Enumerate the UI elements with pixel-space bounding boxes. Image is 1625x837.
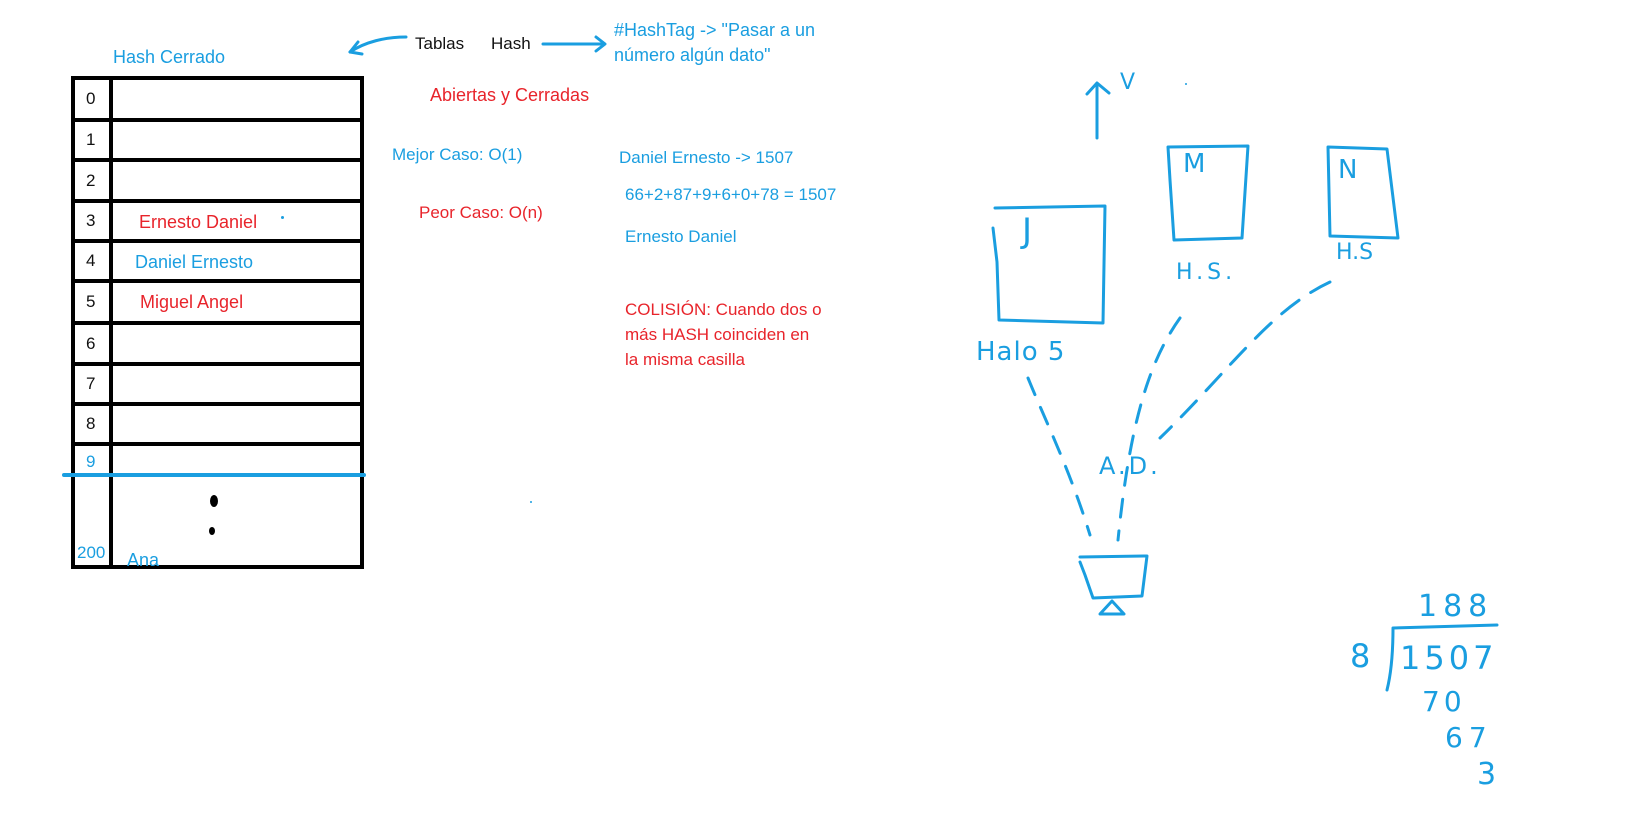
hs1-label: H.S.: [1176, 260, 1237, 285]
table-row: 7: [75, 366, 360, 406]
hashtag-line-2: número algún dato": [614, 45, 771, 65]
peor-caso-note: Peor Caso: O(n): [419, 203, 543, 222]
ad-label: A.D.: [1099, 452, 1161, 480]
box-m-icon: [1166, 144, 1250, 242]
division-divisor: 8: [1350, 637, 1371, 675]
colision-line-1: COLISIÓN: Cuando dos o: [625, 300, 822, 319]
division-step-1: 70: [1422, 685, 1466, 718]
colision-line-3: la misma casilla: [625, 350, 745, 369]
sum-note: 66+2+87+9+6+0+78 = 1507: [625, 185, 837, 204]
hash-label: Hash: [491, 34, 531, 53]
tablas-label: Tablas: [415, 34, 465, 53]
row-index: 0: [75, 80, 113, 118]
box-m-label: M: [1183, 149, 1206, 179]
division-dividend: 1507: [1400, 639, 1498, 677]
division-step-2: 67: [1445, 721, 1493, 754]
arrow-left-icon: [348, 35, 408, 54]
table-row: 2: [75, 162, 360, 203]
table-row: 5 Miguel Angel: [75, 283, 360, 325]
connector-hs2: [1158, 280, 1332, 440]
row-index: 8: [75, 406, 113, 442]
row-value: Ana: [127, 550, 160, 570]
row-index: 2: [75, 162, 113, 199]
dot-mark: [281, 216, 284, 219]
division-remainder: 3: [1477, 757, 1497, 792]
ink-dot: [1185, 83, 1187, 85]
row-index: 5: [75, 283, 113, 321]
ernesto-daniel-note: Ernesto Daniel: [625, 227, 737, 246]
abiertas-cerradas-note: Abiertas y Cerradas: [430, 85, 590, 105]
row-index: 1: [75, 122, 113, 158]
ink-dot: [209, 527, 215, 535]
table-row: 0: [75, 80, 360, 122]
table-title: Hash Cerrado: [113, 47, 226, 67]
hash-table: 0 1 2 3 Ernesto Daniel 4 Daniel Ernesto …: [71, 76, 364, 570]
table-row: 1: [75, 122, 360, 162]
table-row: 6: [75, 325, 360, 366]
arrow-right-head-icon: [594, 35, 607, 53]
row-index: 4: [75, 243, 113, 279]
row-index: 9: [75, 446, 113, 477]
row-index: 3: [75, 203, 113, 239]
box-j-label: J: [1022, 211, 1033, 251]
box-j-icon: [991, 204, 1107, 325]
daniel-ernesto-note: Daniel Ernesto -> 1507: [619, 148, 794, 167]
ink-dot: [210, 495, 218, 507]
monitor-icon: [1078, 554, 1149, 600]
colision-line-2: más HASH coinciden en: [625, 325, 810, 344]
row-value: Daniel Ernesto: [135, 252, 254, 272]
monitor-stand-icon: [1098, 599, 1126, 616]
connector-halo: [1026, 376, 1092, 537]
mejor-caso-note: Mejor Caso: O(1): [392, 145, 523, 164]
hashtag-line-1: #HashTag -> "Pasar a un: [614, 20, 816, 40]
table-row: 3 Ernesto Daniel: [75, 203, 360, 243]
arrow-left-head-icon: [348, 40, 364, 56]
table-row: 4 Daniel Ernesto: [75, 243, 360, 283]
division-bracket-icon: [1385, 623, 1499, 692]
box-n-icon: [1326, 145, 1400, 240]
table-row: 9: [75, 446, 360, 477]
hs2-label: H.S: [1336, 240, 1374, 265]
row-index: 7: [75, 366, 113, 402]
row-index: 200: [75, 477, 113, 569]
table-row: 8: [75, 406, 360, 446]
ink-dot: [530, 501, 532, 503]
row-value: Miguel Angel: [140, 292, 244, 312]
v-label: V: [1120, 70, 1136, 95]
box-n-label: N: [1338, 155, 1358, 185]
table-row: 200 Ana: [75, 477, 360, 570]
division-quotient: 188: [1418, 589, 1494, 624]
row-index: 6: [75, 325, 113, 362]
up-arrow-head-icon: [1085, 81, 1111, 96]
row-value: Ernesto Daniel: [139, 212, 258, 232]
halo-label: Halo 5: [976, 337, 1066, 367]
